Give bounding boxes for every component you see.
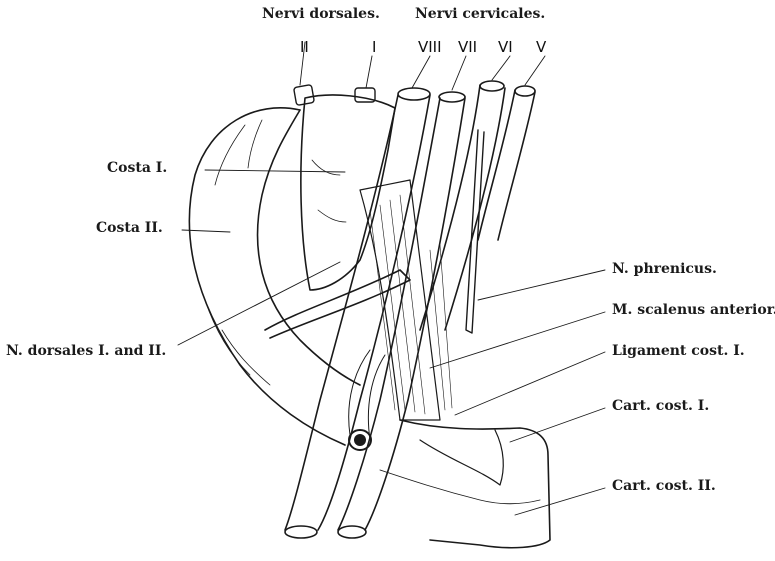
root-label-viii: VIII (418, 38, 442, 56)
root-label-vi: VI (498, 38, 513, 56)
label-m-scalenus: M. scalenus anterior. (612, 302, 775, 318)
costa-i-shape (301, 95, 395, 290)
header-cervical: Nervi cervicales. (415, 6, 545, 22)
label-costa-ii: Costa II. (96, 220, 163, 236)
label-costa-i: Costa I. (107, 160, 167, 176)
label-cart-cost-i: Cart. cost. I. (612, 398, 709, 414)
root-label-vii: VII (458, 38, 477, 56)
root-label-v: V (536, 38, 546, 56)
costa-ii-shape (189, 108, 360, 445)
phrenic-nerve-shape (466, 130, 484, 333)
label-n-dorsales: N. dorsales I. and II. (6, 343, 166, 359)
cervical-trunks (265, 81, 535, 538)
label-cart-cost-ii: Cart. cost. II. (612, 478, 716, 494)
cartilage-shape (380, 420, 550, 548)
root-label-ii: II (300, 38, 309, 56)
header-dorsal: Nervi dorsales. (262, 6, 380, 22)
root-label-i: I (372, 38, 376, 56)
label-ligament: Ligament cost. I. (612, 343, 745, 359)
label-n-phrenicus: N. phrenicus. (612, 261, 717, 277)
